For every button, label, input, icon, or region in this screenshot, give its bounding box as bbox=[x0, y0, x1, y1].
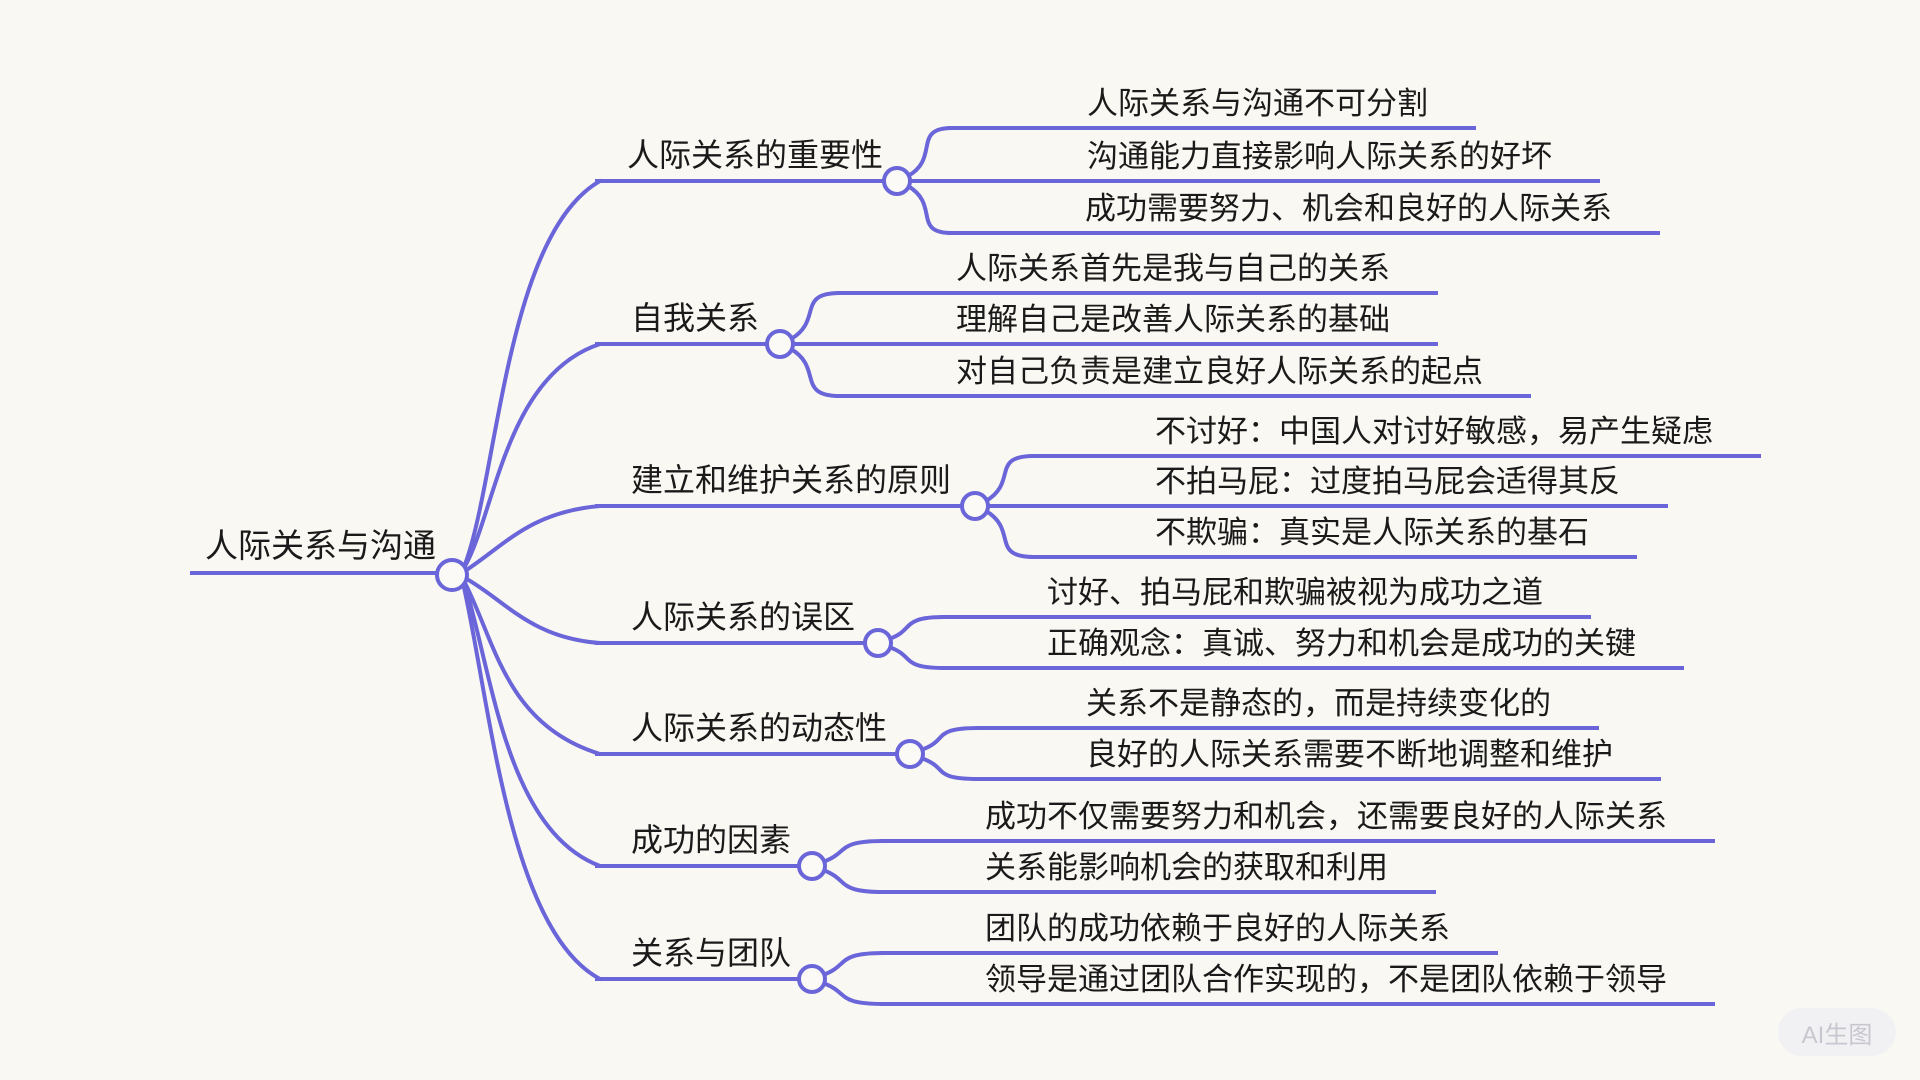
leaf-node: 对自己负责是建立良好人际关系的起点 bbox=[836, 350, 1531, 398]
root-node: 人际关系与沟通 bbox=[190, 521, 437, 575]
edge-b5-l2 bbox=[919, 756, 981, 781]
leaf-node: 领导是通过团队合作实现的，不是团队依赖于领导 bbox=[880, 958, 1715, 1006]
branch-node: 关系与团队 bbox=[595, 929, 799, 981]
edge-b5-l1 bbox=[919, 726, 981, 752]
edge-b1-l3 bbox=[906, 184, 954, 235]
edge-b3-l1 bbox=[984, 454, 1036, 503]
leaf-node: 不拍马屁：过度拍马屁会适得其反 bbox=[990, 460, 1668, 508]
edge-b7-l2 bbox=[821, 981, 886, 1006]
branch-node: 人际关系的误区 bbox=[595, 593, 865, 645]
leaf-node: 沟通能力直接影响人际关系的好坏 bbox=[912, 135, 1600, 183]
edge-root-branch7 bbox=[461, 581, 602, 981]
ai-watermark-badge: AI生图 bbox=[1778, 1008, 1896, 1056]
edge-b2-l3 bbox=[789, 347, 842, 398]
branch4-junction-circle bbox=[863, 628, 893, 658]
leaf-node: 不讨好：中国人对讨好敏感，易产生疑虑 bbox=[1030, 410, 1761, 458]
leaf-node: 理解自己是改善人际关系的基础 bbox=[793, 298, 1438, 346]
leaf-node: 良好的人际关系需要不断地调整和维护 bbox=[975, 733, 1661, 781]
edge-b7-l1 bbox=[821, 951, 886, 977]
leaf-node: 正确观念：真诚、努力和机会是成功的关键 bbox=[940, 622, 1684, 670]
root-junction-circle bbox=[435, 558, 469, 592]
branch2-junction-circle bbox=[765, 329, 795, 359]
branch1-junction-circle bbox=[882, 166, 912, 196]
edge-b6-l2 bbox=[821, 868, 886, 894]
edge-root-branch6 bbox=[462, 580, 602, 868]
leaf-node: 关系能影响机会的获取和利用 bbox=[880, 846, 1436, 894]
edge-root-branch4 bbox=[463, 576, 602, 645]
edge-root-branch5 bbox=[462, 579, 602, 756]
leaf-node: 关系不是静态的，而是持续变化的 bbox=[975, 682, 1599, 730]
branch6-junction-circle bbox=[797, 851, 827, 881]
edge-root-branch2 bbox=[462, 342, 602, 570]
leaf-node: 团队的成功依赖于良好的人际关系 bbox=[880, 907, 1498, 955]
leaf-node: 成功需要努力、机会和良好的人际关系 bbox=[948, 187, 1660, 235]
branch-node: 建立和维护关系的原则 bbox=[595, 456, 962, 508]
edge-b1-l1 bbox=[906, 126, 954, 178]
branch-node: 人际关系的动态性 bbox=[595, 704, 897, 756]
edge-b3-l3 bbox=[984, 509, 1036, 559]
leaf-node: 人际关系与沟通不可分割 bbox=[948, 82, 1476, 130]
branch3-junction-circle bbox=[960, 491, 990, 521]
leaf-node: 不欺骗：真实是人际关系的基石 bbox=[1030, 511, 1637, 559]
edge-b6-l1 bbox=[821, 839, 886, 864]
branch-node: 人际关系的重要性 bbox=[595, 131, 884, 183]
edge-root-branch1 bbox=[462, 179, 602, 569]
edge-b4-l2 bbox=[887, 645, 946, 670]
edge-b2-l1 bbox=[789, 291, 842, 341]
edge-b4-l1 bbox=[887, 615, 946, 641]
leaf-node: 人际关系首先是我与自己的关系 bbox=[836, 247, 1438, 295]
leaf-node: 成功不仅需要努力和机会，还需要良好的人际关系 bbox=[880, 795, 1715, 843]
branch-node: 自我关系 bbox=[595, 294, 767, 346]
edge-root-branch3 bbox=[463, 504, 602, 573]
ai-watermark-label: AI生图 bbox=[1801, 1021, 1873, 1049]
branch-node: 成功的因素 bbox=[595, 816, 799, 868]
branch5-junction-circle bbox=[895, 739, 925, 769]
leaf-node: 讨好、拍马屁和欺骗被视为成功之道 bbox=[940, 571, 1591, 619]
branch7-junction-circle bbox=[797, 964, 827, 994]
